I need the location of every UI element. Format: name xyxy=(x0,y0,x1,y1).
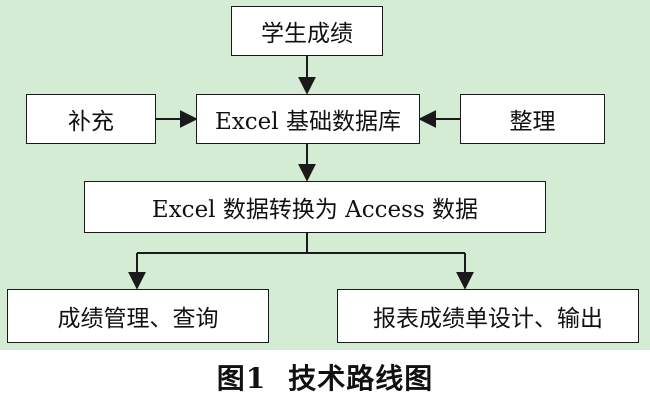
node-organize: 整理 xyxy=(460,94,605,144)
node-report-card-design-output: 报表成绩单设计、输出 xyxy=(337,289,639,343)
node-excel-base-database: Excel 基础数据库 xyxy=(196,94,420,144)
connector-layer xyxy=(128,56,474,290)
figure-caption: 图1 技术路线图 xyxy=(0,355,650,399)
figure-title: 技术路线图 xyxy=(288,362,434,395)
node-supplement: 补充 xyxy=(26,94,156,144)
node-student-grades: 学生成绩 xyxy=(231,6,383,56)
diagram-canvas: 学生成绩 补充 Excel 基础数据库 整理 Excel 数据转换为 Acces… xyxy=(0,0,650,350)
figure-number: 图1 xyxy=(216,362,267,395)
node-excel-to-access-conversion: Excel 数据转换为 Access 数据 xyxy=(84,181,546,233)
node-grade-management-query: 成绩管理、查询 xyxy=(7,289,269,343)
